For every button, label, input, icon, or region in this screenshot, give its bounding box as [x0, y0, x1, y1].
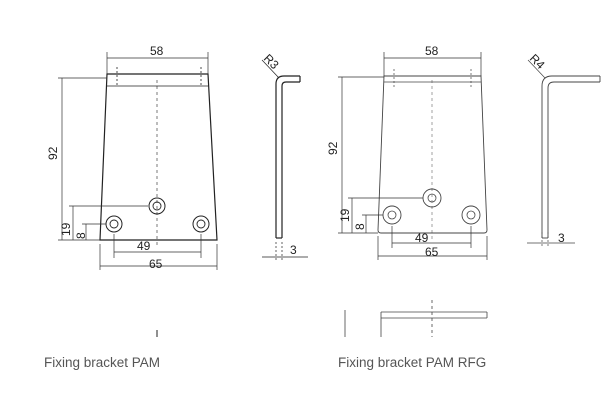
right-bracket-front-view: [377, 69, 488, 242]
left-side-view: [261, 59, 308, 260]
left-top-hole: [148, 197, 166, 215]
right-lower-fragment: [344, 300, 488, 337]
right-width-top-label: 58: [425, 44, 439, 58]
right-thickness-label: 3: [558, 231, 565, 245]
right-bottom-hole-left: [382, 205, 402, 225]
left-hole-offset-label: 8: [74, 232, 88, 239]
left-hole-height-label: 19: [59, 222, 73, 236]
right-base-width-label: 65: [425, 245, 439, 259]
left-bottom-hole-right: [192, 215, 210, 233]
right-dimension-lines: [338, 52, 488, 260]
left-bend-radius-label: R3: [261, 51, 282, 72]
right-side-view: [527, 59, 601, 248]
right-bottom-hole-right: [461, 205, 481, 225]
left-width-top-label: 58: [150, 44, 164, 58]
right-top-hole: [422, 188, 442, 208]
left-bracket-front-view: [99, 67, 218, 248]
left-thickness-label: 3: [290, 243, 297, 257]
left-bottom-hole-left: [105, 215, 123, 233]
caption-fixing-bracket-pam-rfg: Fixing bracket PAM RFG: [338, 355, 487, 370]
right-hole-offset-label: 8: [353, 223, 367, 230]
left-dimension-lines: [58, 52, 218, 270]
right-hole-height-label: 19: [338, 208, 352, 222]
right-hole-spacing-label: 49: [415, 231, 429, 245]
left-hole-spacing-label: 49: [137, 239, 151, 253]
right-height-label: 92: [326, 141, 340, 155]
right-bend-radius-label: R4: [527, 51, 548, 72]
caption-fixing-bracket-pam: Fixing bracket PAM: [44, 355, 161, 370]
left-base-width-label: 65: [149, 257, 163, 271]
left-height-label: 92: [46, 146, 60, 160]
